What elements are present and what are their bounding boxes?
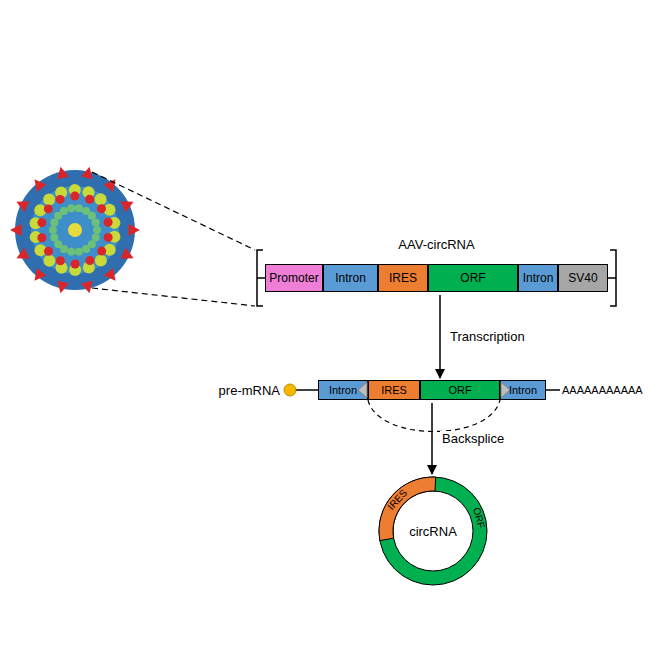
rna-label: pre-mRNA <box>219 383 280 398</box>
capsid-spike <box>121 201 134 212</box>
capsid-protrusion <box>92 218 100 226</box>
capsid-protrusion <box>50 234 58 242</box>
element-label: IRES <box>381 384 407 396</box>
capsid-spike <box>104 268 116 281</box>
capsid-spike <box>56 195 65 204</box>
construct-title: AAV-circRNA <box>398 237 474 252</box>
process-arrow <box>439 295 441 378</box>
capsid-spike <box>44 247 53 256</box>
capsid-spike <box>121 248 134 259</box>
capsid-protrusion <box>43 255 55 267</box>
capsid-spike <box>71 259 80 268</box>
capsid-spike <box>104 179 116 192</box>
capsid-spike <box>34 179 46 192</box>
construct-element: Intron <box>500 380 546 400</box>
capsid-spike <box>85 256 94 265</box>
circrna-ring: IREScircRNAORF <box>378 476 488 586</box>
capsid-spike <box>81 281 93 294</box>
polya-tail: AAAAAAAAAAA <box>562 384 643 396</box>
capsid-spike <box>70 192 79 201</box>
capsid-protrusion <box>67 248 75 256</box>
capsid-spike <box>34 268 46 281</box>
element-label: IRES <box>389 271 417 285</box>
construct-element: IRES <box>378 264 428 292</box>
capsid-protrusion <box>93 226 101 234</box>
cap-5prime <box>284 384 296 396</box>
capsid-spike <box>128 224 140 236</box>
construct-element: IRES <box>368 380 420 400</box>
element-label: ORF <box>460 271 485 285</box>
construct-element: Promoter <box>265 264 323 292</box>
capsid-protrusion <box>67 204 75 212</box>
backbone-line <box>608 277 616 279</box>
orf-segment <box>379 477 487 585</box>
capsid-body <box>15 170 135 290</box>
process-arrow <box>431 403 433 474</box>
capsid-spike <box>16 248 29 259</box>
splice-triangle <box>358 382 367 398</box>
construct-element: SV40 <box>558 264 608 292</box>
capsid-spike <box>57 167 69 180</box>
capsid-spike <box>44 204 53 213</box>
capsid-spike <box>97 247 106 256</box>
element-label: Promoter <box>269 271 318 285</box>
capsid-spike <box>56 256 65 265</box>
construct-element: ORF <box>428 264 518 292</box>
rna-line <box>546 389 560 391</box>
construct-element: Intron <box>323 264 378 292</box>
capsid-protrusion <box>75 204 83 212</box>
capsid-spike <box>57 281 69 294</box>
step-label: Backsplice <box>440 431 506 446</box>
construct-element: Intron <box>318 380 368 400</box>
capsid-spike <box>97 204 106 213</box>
capsid-spike <box>37 218 46 227</box>
construct-element: ORF <box>420 380 500 400</box>
element-label: SV40 <box>568 271 597 285</box>
capsid-protrusion <box>95 255 107 267</box>
zoom-line <box>92 172 255 250</box>
capsid-spike <box>37 233 46 242</box>
capsid-spike <box>10 224 22 236</box>
element-label: Intron <box>335 271 366 285</box>
capsid-spike <box>104 233 113 242</box>
element-label: circRNA <box>409 525 457 538</box>
backbone-line <box>257 277 265 279</box>
capsid-spike <box>85 195 94 204</box>
capsid-protrusion <box>95 193 107 205</box>
splice-triangle <box>501 382 510 398</box>
capsid-protrusion <box>82 245 90 253</box>
backsplice-arc <box>368 400 500 432</box>
capsid-protrusion <box>43 193 55 205</box>
capsid-pore <box>68 223 82 237</box>
capsid-protrusion <box>60 207 68 215</box>
capsid-spike <box>16 201 29 212</box>
step-label: Transcription <box>448 329 527 344</box>
element-label: Intron <box>329 384 357 396</box>
zoom-line <box>92 288 255 306</box>
capsid-spike <box>104 218 113 227</box>
capsid-protrusion <box>49 226 57 234</box>
rna-line <box>294 389 318 391</box>
element-label: Intron <box>523 271 554 285</box>
capsid-protrusion <box>75 248 83 256</box>
capsid-spike <box>81 167 93 180</box>
capsid-inner <box>31 186 119 274</box>
element-label: ORF <box>448 384 471 396</box>
construct-element: Intron <box>518 264 558 292</box>
element-label: Intron <box>509 384 537 396</box>
